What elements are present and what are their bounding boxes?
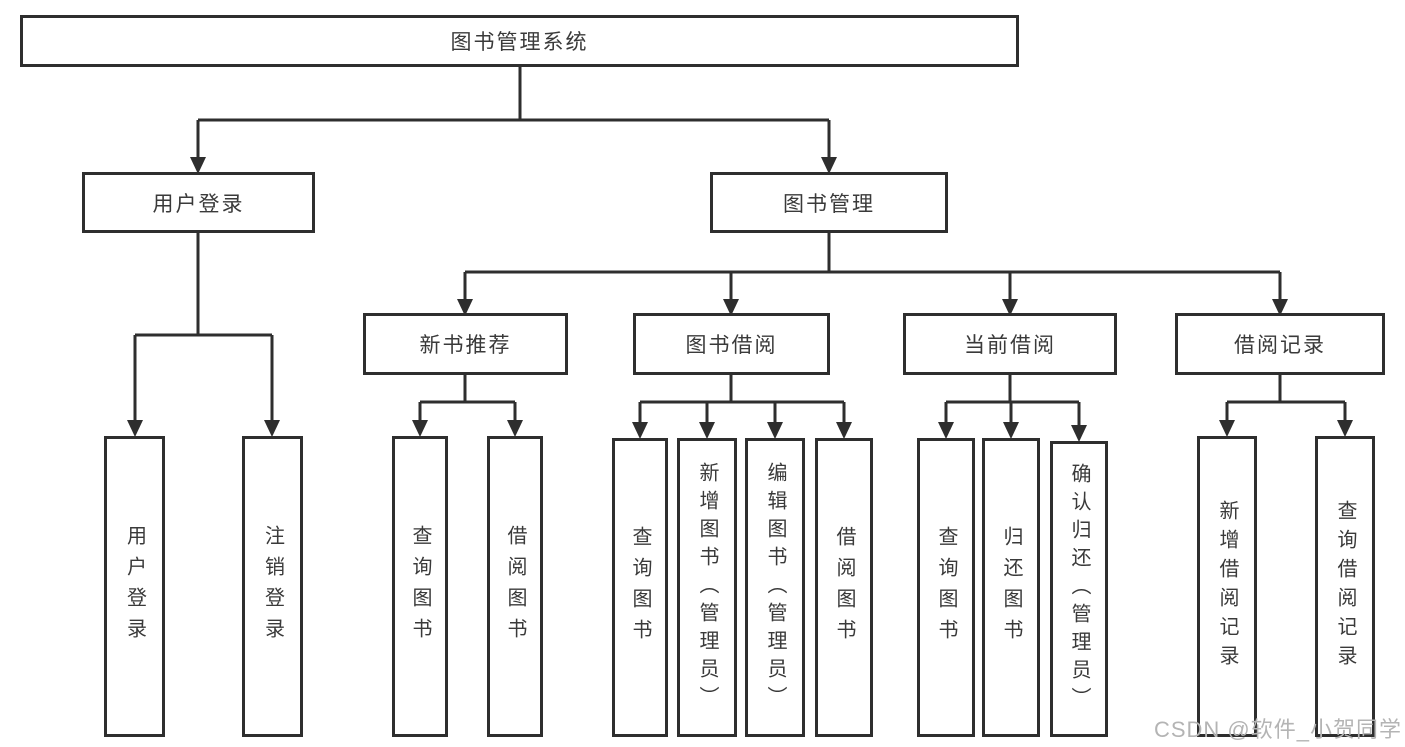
leaf-recommend-query-books-label: 查询图书 [409,524,431,649]
node-user-login-label: 用户登录 [152,192,245,216]
leaf-logout-label: 注销登录 [261,524,284,649]
leaf-add-books-admin: 新增图书（管理员） [677,438,737,737]
leaf-current-query-books: 查询图书 [917,438,975,737]
leaf-edit-books-admin: 编辑图书（管理员） [745,438,805,737]
leaf-current-query-books-label: 查询图书 [935,525,957,650]
leaf-borrow-query-books: 查询图书 [612,438,668,737]
leaf-recommend-borrow-books: 借阅图书 [487,436,543,737]
leaf-add-borrow-record: 新增借阅记录 [1197,436,1257,737]
leaf-borrow-books-label: 借阅图书 [833,525,855,650]
node-root: 图书管理系统 [20,15,1019,67]
leaf-logout: 注销登录 [242,436,303,737]
node-book-management: 图书管理 [710,172,948,233]
node-book-management-label: 图书管理 [783,192,875,216]
leaf-return-books-label: 归还图书 [1000,525,1022,650]
leaf-recommend-query-books: 查询图书 [392,436,448,737]
leaf-edit-books-admin-label: 编辑图书（管理员） [764,461,786,714]
node-book-borrow-label: 图书借阅 [685,334,778,357]
leaf-recommend-borrow-books-label: 借阅图书 [504,524,526,649]
connector-strokes [133,66,1347,427]
leaf-borrow-books: 借阅图书 [815,438,873,737]
node-borrow-records: 借阅记录 [1175,313,1385,375]
leaf-query-borrow-record-label: 查询借阅记录 [1334,499,1356,674]
node-borrow-records-label: 借阅记录 [1234,334,1326,357]
node-root-label: 图书管理系统 [450,31,589,54]
leaf-return-books: 归还图书 [982,438,1040,737]
leaf-user-login-label: 用户登录 [123,524,146,649]
leaf-add-books-admin-label: 新增图书（管理员） [696,461,718,714]
node-user-login: 用户登录 [82,172,315,233]
node-book-borrow: 图书借阅 [633,313,830,375]
node-current-borrow-label: 当前借阅 [964,334,1056,357]
leaf-user-login: 用户登录 [104,436,165,737]
node-new-book-recommend: 新书推荐 [363,313,568,375]
leaf-query-borrow-record: 查询借阅记录 [1315,436,1375,737]
node-current-borrow: 当前借阅 [903,313,1117,375]
leaf-borrow-query-books-label: 查询图书 [629,525,651,650]
connector-arrowheads [127,157,1353,442]
leaf-confirm-return-admin-label: 确认归还（管理员） [1068,463,1090,715]
watermark: CSDN @软件_小贺同学 [1153,717,1402,742]
leaf-add-borrow-record-label: 新增借阅记录 [1216,499,1238,674]
node-new-book-recommend-label: 新书推荐 [419,334,512,357]
leaf-confirm-return-admin: 确认归还（管理员） [1050,441,1108,737]
